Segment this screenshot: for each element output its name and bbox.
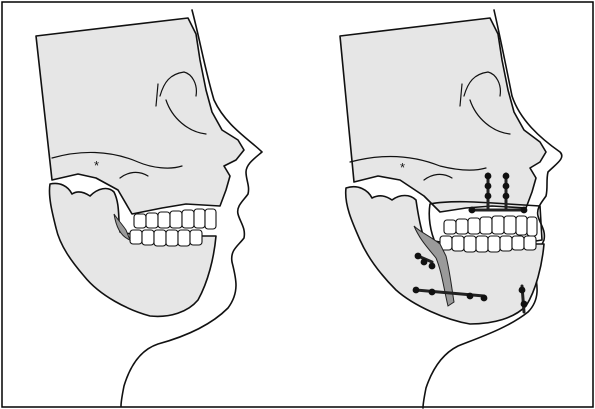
right-lower-teeth <box>440 236 536 252</box>
tooth <box>488 236 500 252</box>
right-marker: * <box>400 160 405 175</box>
tooth <box>170 211 182 228</box>
tooth <box>456 219 468 234</box>
bone-screw-icon <box>503 193 510 200</box>
left-cranium <box>36 18 244 214</box>
tooth <box>130 230 142 244</box>
tooth <box>178 230 190 246</box>
tooth <box>512 236 524 250</box>
tooth <box>142 230 154 245</box>
right-panel: * <box>340 10 562 408</box>
bone-screw-icon <box>481 295 488 302</box>
tooth <box>158 212 170 228</box>
tooth <box>444 220 456 234</box>
tooth <box>190 230 202 245</box>
tooth <box>154 230 166 246</box>
tooth <box>205 209 216 229</box>
tooth <box>166 230 178 246</box>
tooth <box>182 210 194 228</box>
bone-screw-icon <box>503 183 510 190</box>
right-cranium <box>340 18 546 212</box>
left-upper-teeth <box>134 209 216 229</box>
tooth <box>480 217 492 234</box>
bone-screw-icon <box>503 173 510 180</box>
bone-screw-icon <box>521 207 528 214</box>
bone-screw-icon <box>485 183 492 190</box>
left-lower-teeth <box>130 230 202 246</box>
bone-screw-icon <box>421 259 428 266</box>
bone-screw-icon <box>521 301 528 308</box>
tooth <box>500 236 512 251</box>
bone-screw-icon <box>467 293 474 300</box>
bone-screw-icon <box>485 193 492 200</box>
left-panel: * <box>36 10 262 406</box>
tooth <box>464 236 476 252</box>
bone-screw-icon <box>519 287 526 294</box>
tooth <box>146 213 158 228</box>
bone-screw-icon <box>429 263 436 270</box>
tooth <box>524 236 536 250</box>
tooth <box>134 214 146 228</box>
tooth <box>452 236 464 251</box>
tooth <box>492 216 504 234</box>
tooth <box>468 218 480 234</box>
bone-screw-icon <box>413 287 420 294</box>
tooth <box>527 217 537 236</box>
left-marker: * <box>94 158 99 173</box>
bone-screw-icon <box>469 207 476 214</box>
tooth <box>516 216 527 235</box>
tooth <box>504 216 516 234</box>
tooth <box>476 236 488 252</box>
bone-screw-icon <box>415 253 422 260</box>
bone-screw-icon <box>485 173 492 180</box>
bone-screw-icon <box>429 289 436 296</box>
right-upper-teeth <box>444 216 537 236</box>
tooth <box>194 209 205 228</box>
